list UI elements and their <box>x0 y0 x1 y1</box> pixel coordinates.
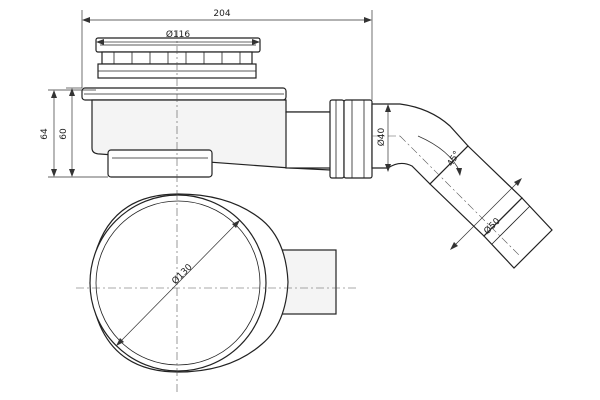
outlet-nut-left <box>329 99 345 179</box>
dim-cover-diameter-label: Ø116 <box>166 29 191 40</box>
top-view <box>76 192 356 392</box>
dim-height-body <box>66 87 82 177</box>
dim-height-total-label: 64 <box>40 128 50 140</box>
side-view <box>81 30 553 269</box>
dim-height-total <box>48 89 108 178</box>
dim-pipe-diameter <box>450 178 522 250</box>
outlet-pipe <box>285 111 333 169</box>
outlet-nut <box>343 99 373 179</box>
pipe-end <box>483 197 553 269</box>
dim-cover-diameter <box>96 39 260 45</box>
bottom-sump <box>107 149 213 178</box>
cover-leg-details <box>113 52 241 64</box>
dim-outlet-diameter-label: Ø40 <box>376 127 387 146</box>
pipe-end-line <box>491 205 531 245</box>
pipe-centerline <box>399 135 521 257</box>
dim-overall-length <box>81 10 373 100</box>
dim-height-body-label: 60 <box>59 128 69 140</box>
dim-outlet-diameter <box>385 104 391 172</box>
nut-grooves <box>335 100 365 178</box>
dim-bowl-diameter <box>116 220 240 346</box>
top-bowl-inner <box>95 200 261 366</box>
top-outlet-pipe <box>279 249 337 315</box>
dim-angle <box>417 135 462 176</box>
dim-overall-length-label: 204 <box>213 9 230 19</box>
